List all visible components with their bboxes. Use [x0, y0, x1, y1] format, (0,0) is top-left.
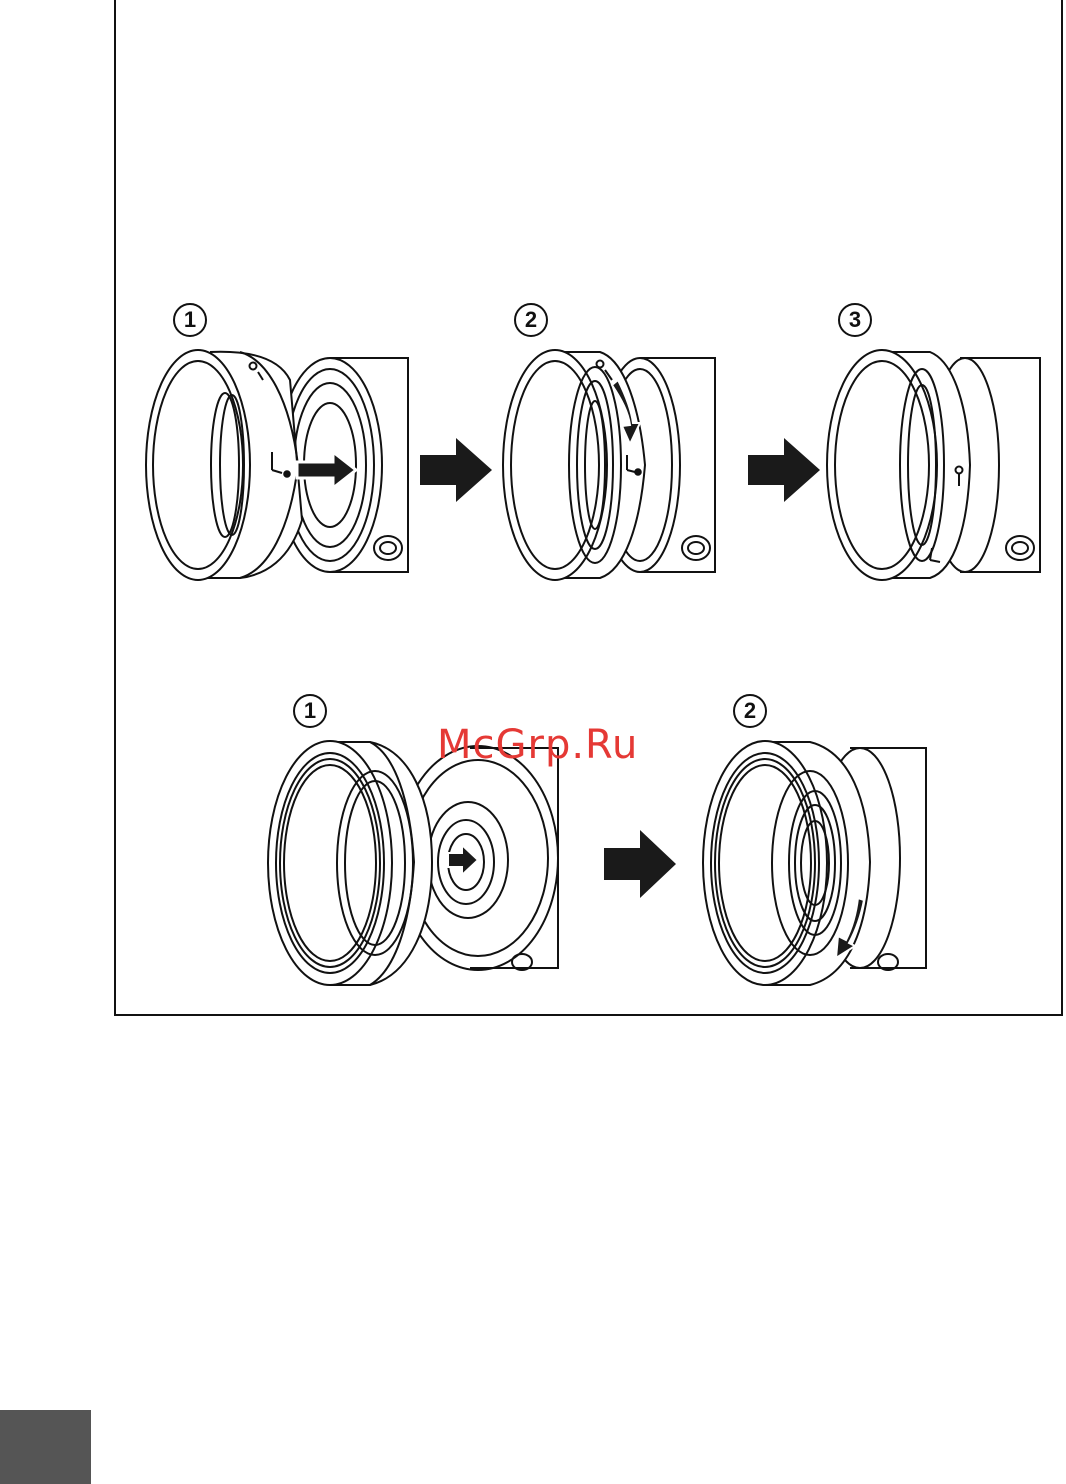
top-step1-hood	[146, 350, 302, 580]
bottom-arrow-1-2	[604, 830, 676, 898]
bottom-step1-insert-arrow	[448, 845, 478, 875]
page-corner-tab	[0, 1410, 91, 1484]
top-arrow-1-2	[420, 438, 492, 502]
bottom-step1-hood	[268, 741, 432, 985]
top-step2-hood	[503, 350, 645, 580]
top-arrow-2-3	[748, 438, 820, 502]
top-step3-hood	[827, 350, 970, 580]
